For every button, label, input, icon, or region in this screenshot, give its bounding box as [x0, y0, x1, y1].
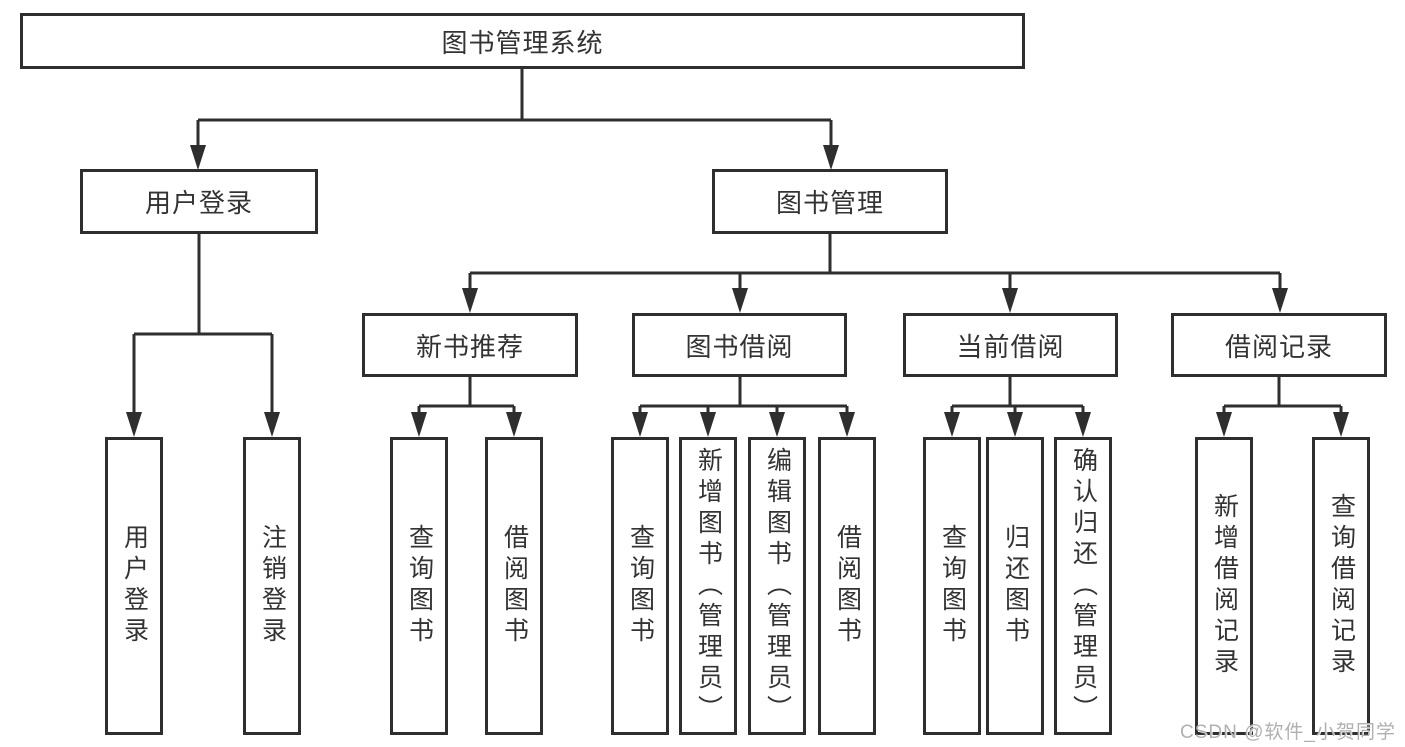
leaf-rec-borrow-books: 借阅图书	[485, 437, 543, 735]
node-root-label: 图书管理系统	[441, 27, 604, 58]
arrow-down-icon	[462, 288, 478, 313]
leaf-cb-confirm-return-admin: 确认归还（管理员）	[1054, 437, 1112, 735]
leaf-cb-confirm-return-admin-label: 确认归还（管理员）	[1069, 446, 1098, 726]
arrow-down-icon	[1216, 412, 1232, 437]
leaf-bb-edit-books-admin-label: 编辑图书（管理员）	[763, 446, 792, 726]
leaf-rec-query-books-label: 查询图书	[405, 524, 434, 648]
connector-book-mgmt-split	[468, 233, 1282, 290]
node-current-borrow: 当前借阅	[903, 313, 1118, 377]
arrow-down-icon	[700, 412, 716, 437]
arrow-down-icon	[1002, 288, 1018, 313]
node-book-mgmt-branch: 图书管理	[712, 169, 948, 234]
leaf-br-add-record: 新增借阅记录	[1195, 437, 1253, 735]
node-borrow-records: 借阅记录	[1171, 313, 1387, 377]
arrow-down-icon	[264, 412, 280, 437]
arrow-down-icon	[823, 145, 839, 170]
connector-current-borrow-split	[950, 377, 1085, 414]
arrow-down-icon	[944, 412, 960, 437]
leaf-logout: 注销登录	[243, 437, 301, 735]
node-user-login-branch-label: 用户登录	[144, 188, 253, 218]
arrow-down-icon	[1007, 412, 1023, 437]
leaf-rec-query-books: 查询图书	[390, 437, 448, 735]
leaf-bb-query-books: 查询图书	[611, 437, 669, 735]
leaf-cb-query-books-label: 查询图书	[938, 524, 967, 648]
leaf-br-query-record-label: 查询借阅记录	[1327, 493, 1356, 679]
node-book-borrow-label: 图书借阅	[685, 331, 794, 362]
node-root: 图书管理系统	[20, 13, 1025, 69]
leaf-br-add-record-label: 新增借阅记录	[1210, 493, 1239, 679]
leaf-cb-return-books: 归还图书	[986, 437, 1044, 735]
leaf-user-login-label: 用户登录	[120, 524, 149, 648]
arrow-down-icon	[769, 412, 785, 437]
connector-borrow-records-split	[1222, 377, 1343, 414]
leaf-bb-borrow-books-label: 借阅图书	[833, 524, 862, 648]
arrow-down-icon	[632, 412, 648, 437]
node-borrow-records-label: 借阅记录	[1224, 331, 1333, 362]
leaf-bb-edit-books-admin: 编辑图书（管理员）	[748, 437, 806, 735]
leaf-cb-return-books-label: 归还图书	[1001, 524, 1030, 648]
arrowheads	[126, 145, 1349, 437]
arrow-down-icon	[1272, 288, 1288, 313]
arrow-down-icon	[506, 412, 522, 437]
node-current-borrow-label: 当前借阅	[956, 331, 1065, 362]
leaf-br-query-record: 查询借阅记录	[1312, 437, 1370, 735]
leaf-bb-borrow-books: 借阅图书	[818, 437, 876, 735]
connector-user-login-split	[132, 234, 274, 414]
leaf-bb-add-books-admin-label: 新增图书（管理员）	[694, 446, 723, 726]
leaf-cb-query-books: 查询图书	[923, 437, 981, 735]
connector-root-split	[196, 68, 833, 147]
node-user-login-branch: 用户登录	[80, 169, 318, 234]
leaf-bb-add-books-admin: 新增图书（管理员）	[679, 437, 737, 735]
arrow-down-icon	[839, 412, 855, 437]
node-new-book-rec: 新书推荐	[362, 313, 578, 377]
node-new-book-rec-label: 新书推荐	[415, 331, 524, 362]
csdn-watermark: CSDN @软件_小贺同学	[1180, 722, 1396, 743]
leaf-user-login: 用户登录	[105, 437, 163, 735]
node-book-mgmt-branch-label: 图书管理	[775, 188, 884, 218]
arrow-down-icon	[411, 412, 427, 437]
leaf-logout-label: 注销登录	[258, 524, 287, 648]
arrow-down-icon	[1333, 412, 1349, 437]
arrow-down-icon	[190, 145, 206, 170]
connector-new-book-rec-split	[417, 377, 516, 414]
arrow-down-icon	[732, 288, 748, 313]
arrow-down-icon	[1075, 412, 1091, 437]
connector-book-borrow-split	[638, 377, 849, 414]
leaf-rec-borrow-books-label: 借阅图书	[500, 524, 529, 648]
arrow-down-icon	[126, 412, 142, 437]
node-book-borrow: 图书借阅	[632, 313, 847, 377]
leaf-bb-query-books-label: 查询图书	[626, 524, 655, 648]
